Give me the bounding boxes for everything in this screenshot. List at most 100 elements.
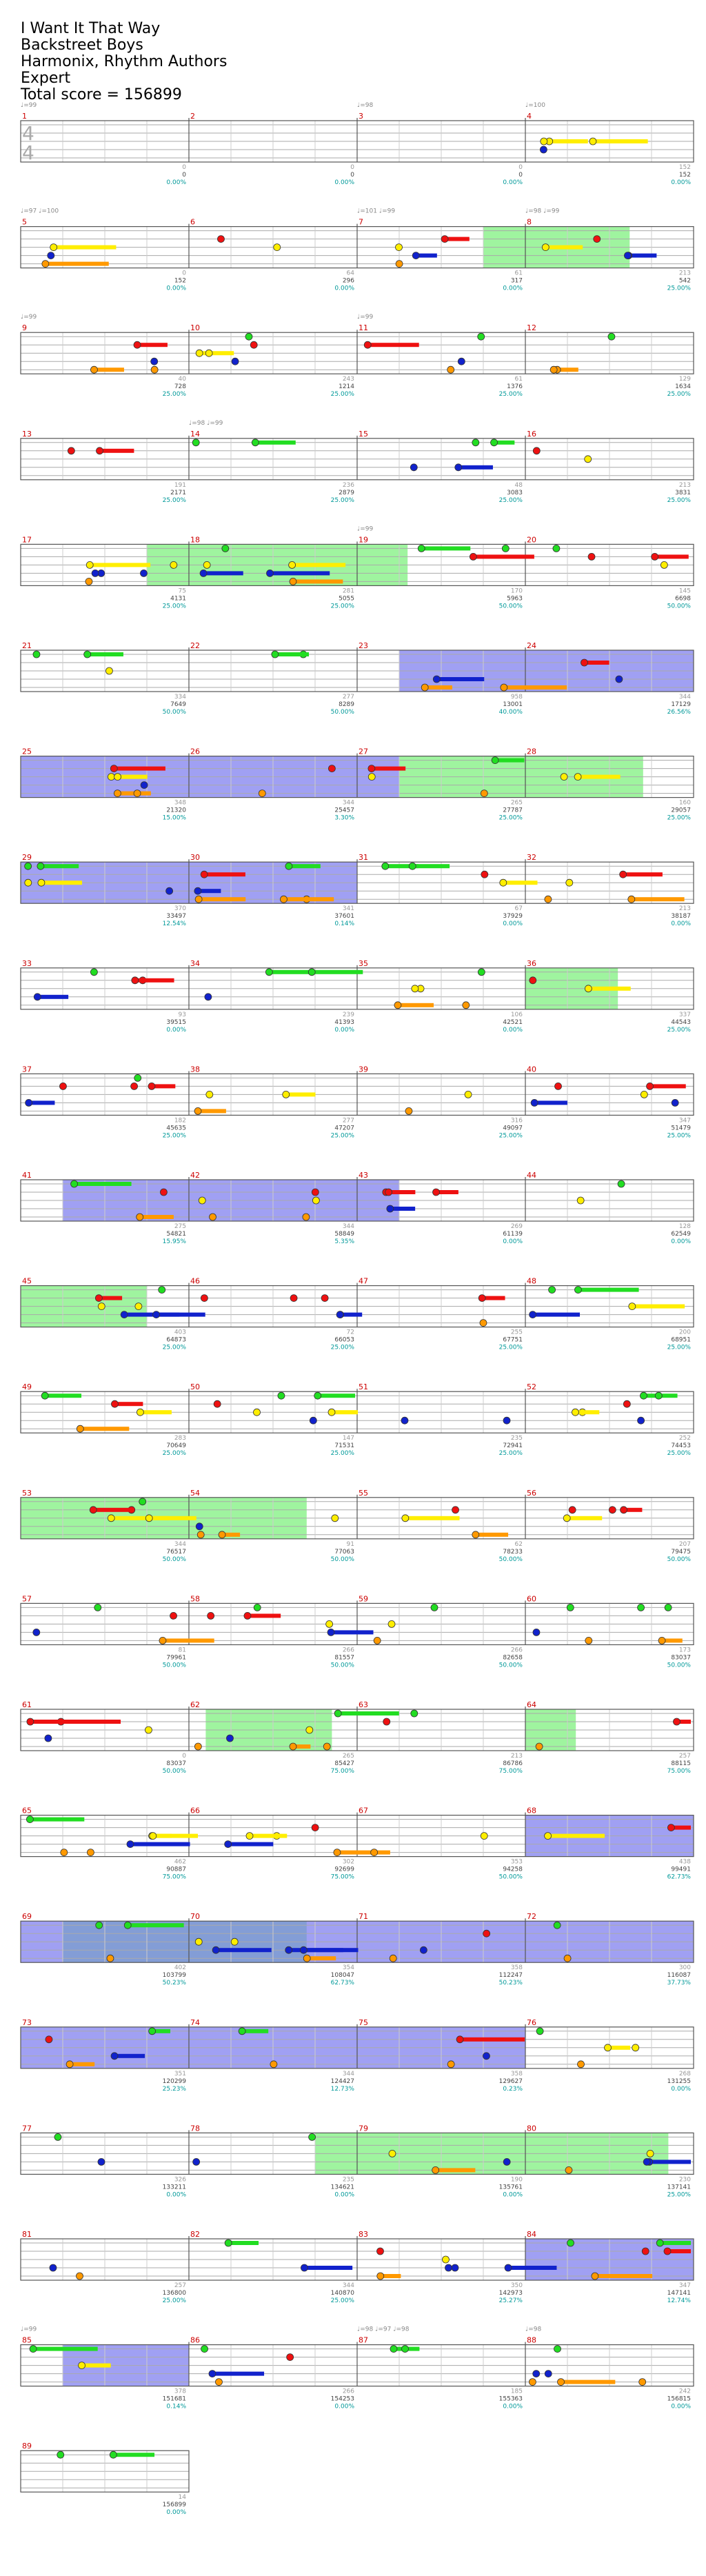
cumulative-score: 112247 xyxy=(499,1972,523,1979)
sustain-tail xyxy=(338,1711,399,1715)
overdrive-percent: 25.00% xyxy=(331,391,355,398)
sustain-tail xyxy=(436,677,485,681)
note xyxy=(584,455,592,463)
sustain-tail xyxy=(114,766,165,771)
note xyxy=(106,1954,114,1962)
note xyxy=(114,773,121,781)
cumulative-score: 83037 xyxy=(671,1654,691,1661)
measure-points: 265 xyxy=(343,1753,354,1760)
measure-points: 281 xyxy=(343,587,354,594)
song-artist: Backstreet Boys xyxy=(21,37,143,54)
overdrive-percent: 0.00% xyxy=(334,1027,354,1034)
note xyxy=(250,341,258,349)
note xyxy=(303,1954,311,1962)
cumulative-score: 92699 xyxy=(334,1866,354,1873)
measure-points: 334 xyxy=(174,694,186,701)
measure-points: 350 xyxy=(511,2282,523,2289)
measure-number: 88 xyxy=(527,2336,536,2345)
note xyxy=(107,773,115,781)
note xyxy=(97,2157,105,2166)
note xyxy=(560,773,568,781)
measure-number: 7 xyxy=(359,218,363,227)
overdrive-percent: 0.00% xyxy=(671,179,691,186)
chart-row: 21334764950.00%22277828950.00%2395813001… xyxy=(20,641,694,716)
note xyxy=(544,2370,552,2378)
note xyxy=(529,976,537,985)
tempo-marker: ♩=99 xyxy=(21,2326,37,2333)
note xyxy=(224,2239,232,2247)
overdrive-percent: 50.00% xyxy=(163,1662,187,1669)
sustain-tail xyxy=(557,368,578,372)
cumulative-score: 147141 xyxy=(667,2290,691,2297)
sustain-tail xyxy=(436,1190,458,1194)
note xyxy=(253,1603,261,1611)
note xyxy=(301,2264,308,2272)
note xyxy=(529,2378,536,2386)
note xyxy=(224,1840,232,1849)
sustain-tail xyxy=(561,2379,616,2384)
sustain-tail xyxy=(87,652,123,656)
measure-points: 213 xyxy=(511,1753,523,1760)
cumulative-score: 42521 xyxy=(503,1019,523,1026)
note xyxy=(32,1628,41,1636)
note xyxy=(632,2044,640,2052)
measure-points: 207 xyxy=(679,1541,691,1548)
measure-number: 15 xyxy=(359,430,368,439)
overdrive-percent: 50.00% xyxy=(331,1556,355,1563)
note xyxy=(289,1742,297,1751)
chart-row: 412755482115.95%42344588495.35%432696113… xyxy=(20,1171,694,1245)
cumulative-score: 47207 xyxy=(334,1125,354,1131)
measure-points: 300 xyxy=(679,1964,691,1971)
note xyxy=(617,1180,625,1188)
cumulative-score: 66053 xyxy=(334,1337,354,1344)
note xyxy=(574,1286,582,1294)
note xyxy=(454,463,463,472)
overdrive-percent: 25.27% xyxy=(499,2297,523,2304)
measure-number: 83 xyxy=(359,2230,368,2239)
cumulative-score: 151681 xyxy=(163,2396,186,2403)
note xyxy=(136,1213,144,1221)
overdrive-percent: 25.00% xyxy=(331,1132,355,1139)
measure-points: 213 xyxy=(679,270,691,277)
note xyxy=(411,985,419,993)
measure-number: 68 xyxy=(527,1807,536,1815)
note xyxy=(158,1286,166,1294)
tempo-marker: ♩=99 xyxy=(21,314,37,321)
measure-points: 347 xyxy=(679,2282,691,2289)
measure-number: 79 xyxy=(359,2124,368,2133)
note xyxy=(311,1188,319,1196)
note xyxy=(654,1391,663,1400)
measure-number: 17 xyxy=(22,535,32,544)
measure-points: 378 xyxy=(174,2388,186,2395)
overdrive-percent: 25.00% xyxy=(331,1345,355,1351)
note xyxy=(238,2027,246,2035)
measure-points: 0 xyxy=(518,164,523,171)
overdrive-percent: 12.54% xyxy=(163,920,187,927)
sustain-tail xyxy=(421,546,471,551)
note xyxy=(213,1400,221,1408)
overdrive-percent: 25.00% xyxy=(499,1132,523,1139)
sustain-tail xyxy=(482,1296,505,1300)
note xyxy=(565,878,574,887)
measure-number: 9 xyxy=(22,323,27,332)
measure-number: 41 xyxy=(22,1171,32,1180)
note xyxy=(37,878,46,887)
cumulative-score: 131255 xyxy=(667,2078,691,2085)
cumulative-score: 45635 xyxy=(166,1125,186,1131)
sustain-tail xyxy=(61,1720,121,1724)
note xyxy=(401,2345,409,2353)
chart-row: 6940210379950.23%7035410804762.73%713581… xyxy=(20,1912,694,1986)
measure-number: 70 xyxy=(190,1912,200,1921)
sustain-tail xyxy=(53,245,117,250)
cumulative-score: 79475 xyxy=(671,1549,691,1556)
overdrive-percent: 0.00% xyxy=(671,2404,691,2411)
sustain-tail xyxy=(371,766,406,771)
sustain-tail xyxy=(283,897,334,902)
note xyxy=(663,2247,672,2255)
tempo-marker: ♩=98 ♩=99 xyxy=(525,208,560,215)
note xyxy=(591,2272,599,2280)
cumulative-score: 155363 xyxy=(499,2396,523,2403)
measure-number: 76 xyxy=(527,2018,536,2027)
note xyxy=(134,1302,143,1310)
